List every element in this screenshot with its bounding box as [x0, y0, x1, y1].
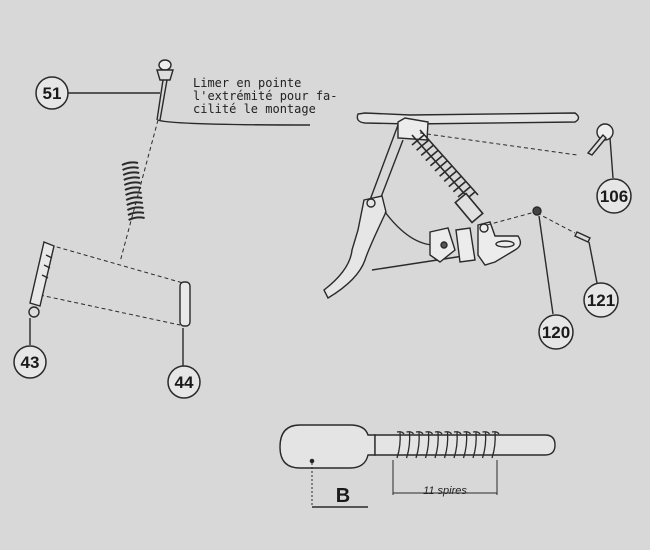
coil-count-label: 11 spires	[423, 485, 467, 497]
callout-44: 44	[167, 365, 201, 399]
callout-121: 121	[583, 282, 619, 318]
part-120-nut	[532, 206, 554, 315]
part-51-pin	[156, 59, 174, 121]
callout-106: 106	[596, 178, 632, 214]
part-121-screw	[574, 231, 598, 284]
assembly-lines-right	[419, 132, 578, 234]
spring-detail: B 11 spires	[279, 424, 556, 508]
callout-43: 43	[13, 345, 47, 379]
callouts: 51 43 44 106 121 120	[13, 76, 632, 399]
spring	[121, 161, 145, 221]
leader-note	[157, 119, 311, 126]
part-106	[586, 123, 614, 179]
part-44	[179, 281, 191, 366]
svg-text:51: 51	[43, 84, 62, 103]
svg-text:106: 106	[600, 187, 628, 206]
dimension-label-B: B	[336, 485, 350, 507]
svg-text:44: 44	[175, 373, 194, 392]
svg-text:43: 43	[21, 353, 40, 372]
stand-mechanism	[323, 112, 580, 299]
svg-text:120: 120	[542, 323, 570, 342]
svg-text:121: 121	[587, 291, 615, 310]
callout-120: 120	[538, 314, 574, 350]
assembly-lines	[39, 119, 191, 326]
callout-51: 51	[35, 76, 69, 110]
part-43	[28, 241, 55, 345]
